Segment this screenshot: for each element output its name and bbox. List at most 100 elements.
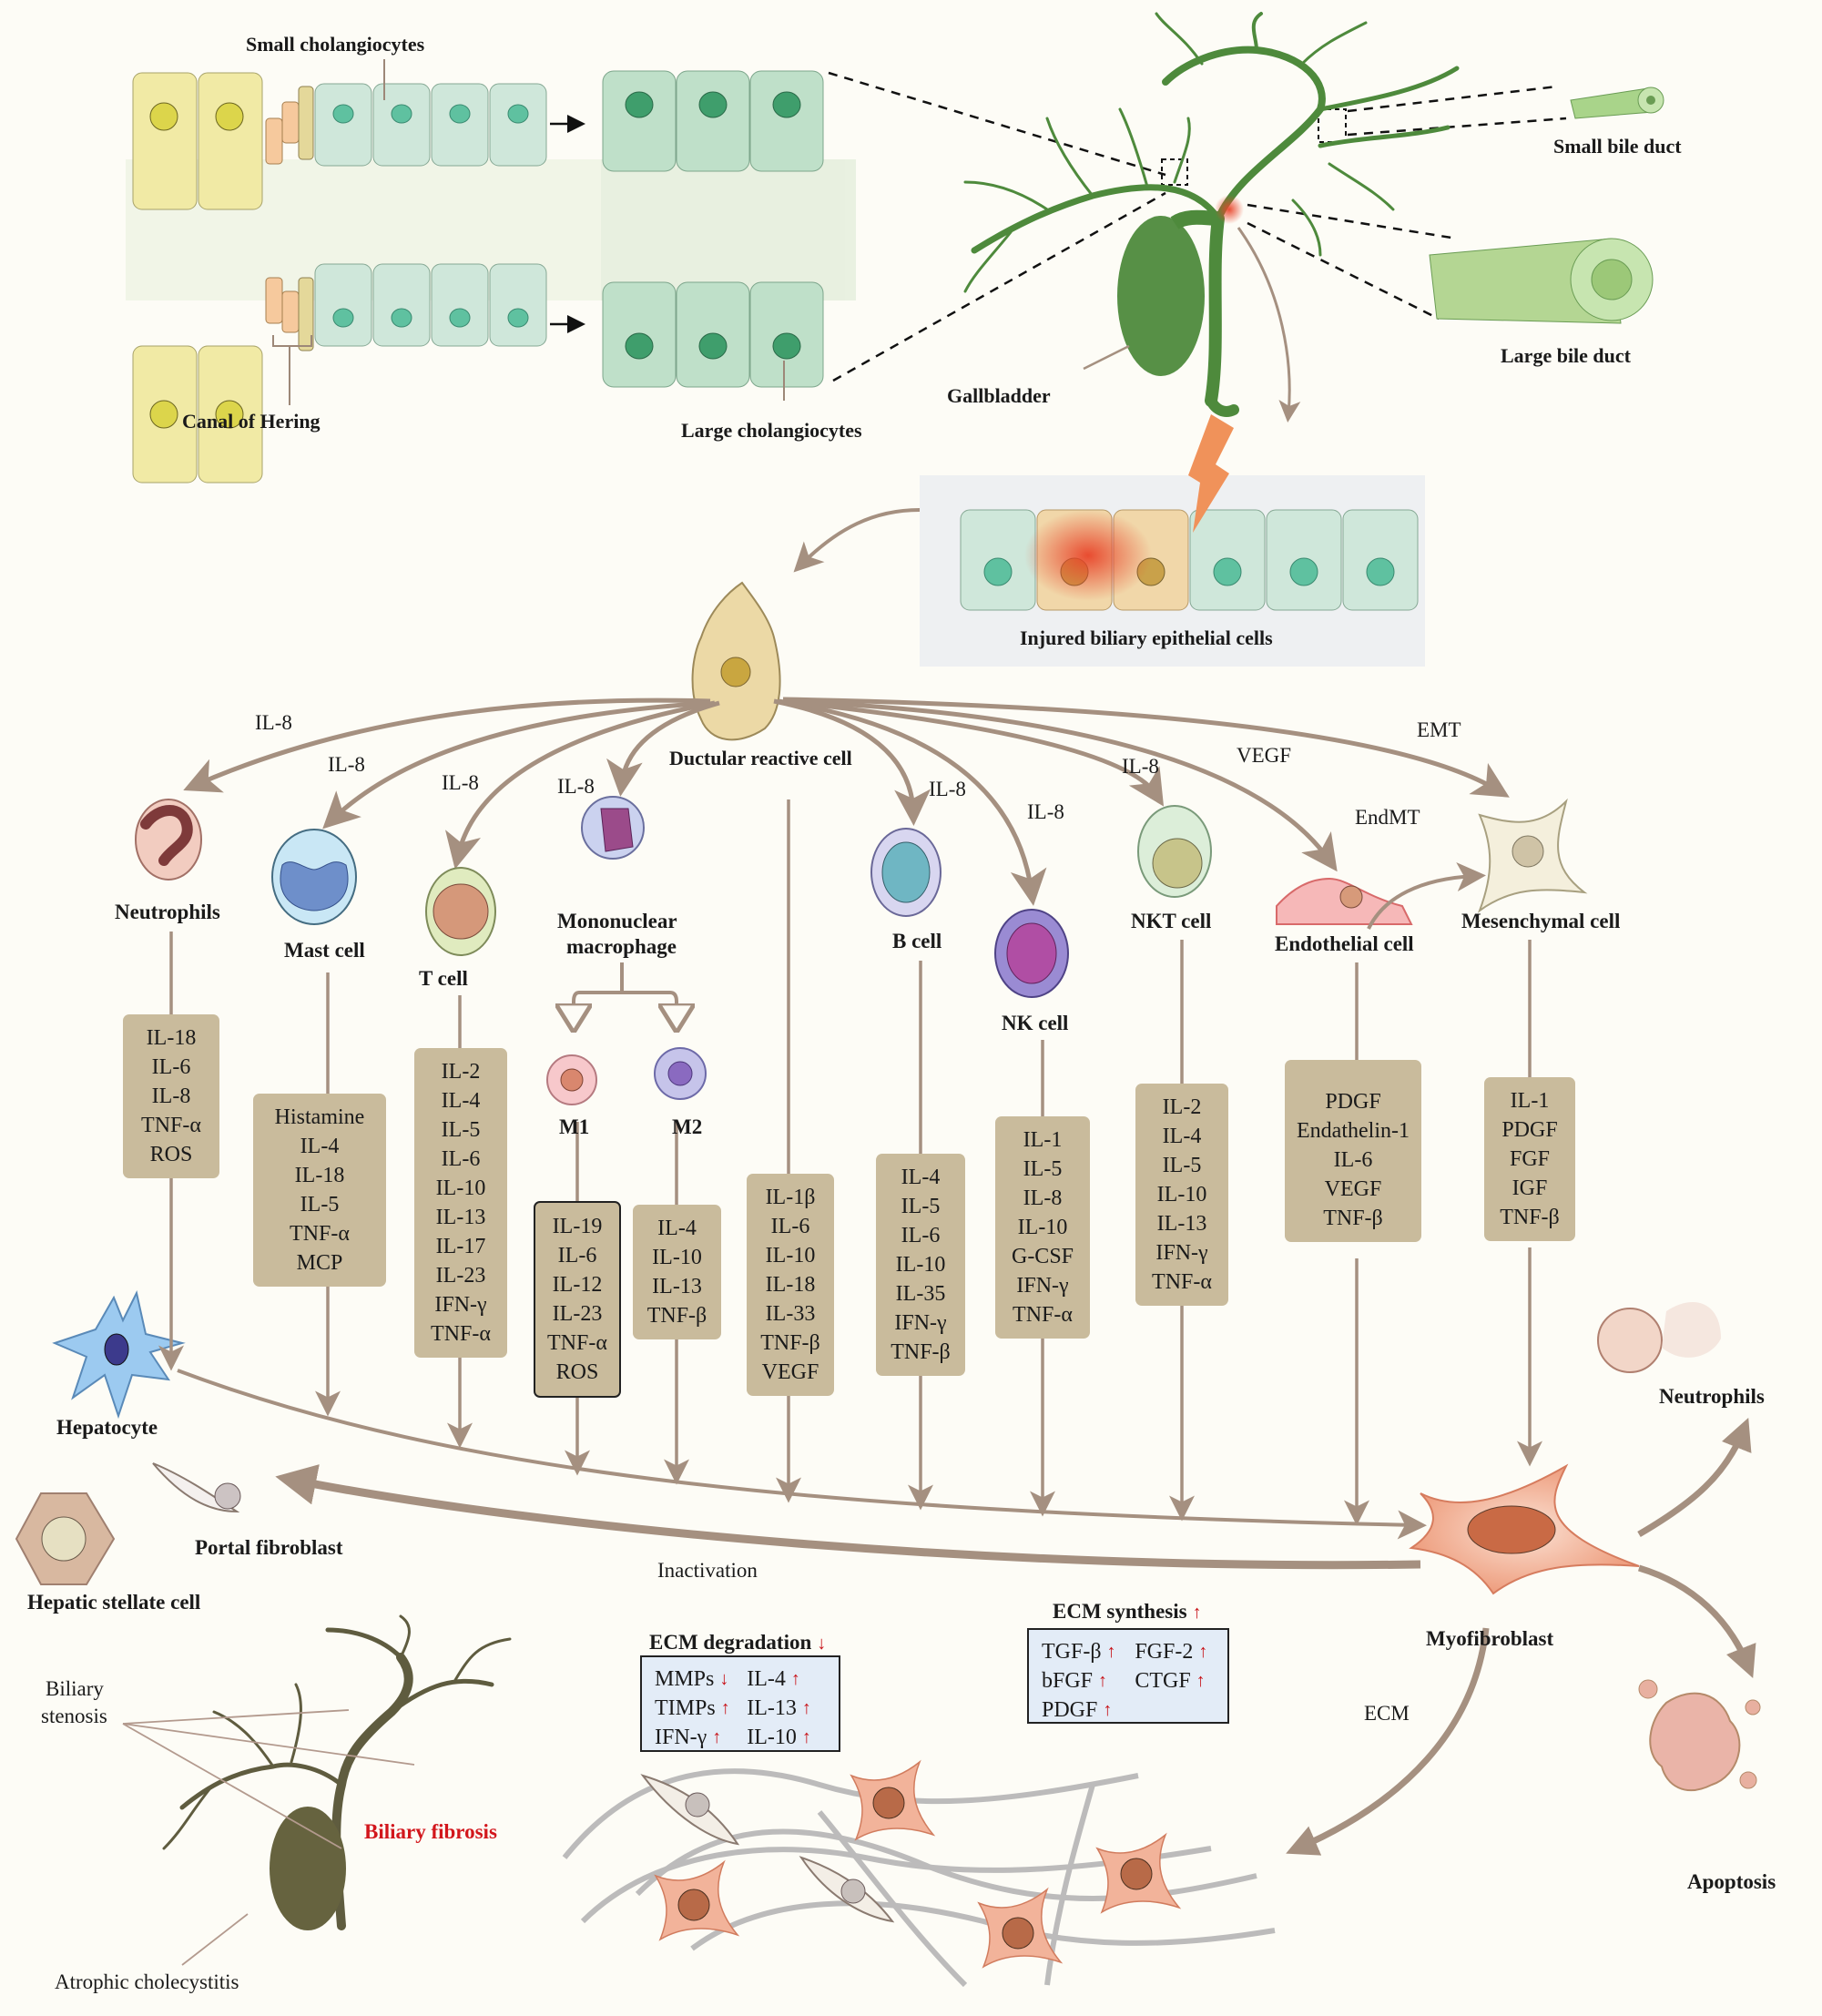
- ecm-factor-name: TIMPs: [655, 1696, 716, 1720]
- cytokine-item: IL-2: [441, 1060, 481, 1084]
- hepatocyte-column-top: [132, 72, 263, 484]
- ecm-factor-name: IL-13: [747, 1696, 797, 1720]
- label-neutrophils: Neutrophils: [115, 901, 220, 923]
- label-biliary-stenosis-line2: stenosis: [41, 1705, 107, 1727]
- ecm-synthesis-title: ECM synthesis↑: [1053, 1601, 1202, 1622]
- pointer-atrophic-cholecystitis: [181, 1913, 249, 1966]
- cytokine-item: IFN-γ: [1016, 1274, 1069, 1298]
- label-portal-fibroblast: Portal fibroblast: [195, 1536, 343, 1559]
- ecm-factor: TIMPs↑: [655, 1694, 747, 1723]
- cytokine-flow-lines: [158, 799, 1542, 1526]
- label-mast-cell: Mast cell: [284, 939, 365, 962]
- cytokine-item: TNF-β: [891, 1340, 951, 1364]
- cytokine-item: IL-12: [552, 1273, 603, 1297]
- signal-label-macrophage: IL-8: [557, 775, 595, 798]
- cytokine-item: TNF-β: [1323, 1207, 1383, 1230]
- cytokine-item: IL-4: [300, 1135, 340, 1158]
- cytokine-item: IL-2: [1162, 1095, 1202, 1119]
- small-cholangiocyte: [314, 83, 372, 167]
- cytokine-item: IL-4: [1162, 1125, 1202, 1148]
- label-mesenchymal-cell: Mesenchymal cell: [1461, 910, 1621, 932]
- cytokine-item: IL-23: [435, 1264, 486, 1288]
- ecm-factor: FGF-2↑: [1135, 1637, 1215, 1666]
- ecm-factor: bFGF↑: [1042, 1666, 1135, 1695]
- signal-label-nk-cell: IL-8: [1027, 800, 1064, 823]
- cytokine-item: TNF-α: [1152, 1270, 1212, 1294]
- cytokine-item: Endathelin-1: [1297, 1119, 1410, 1143]
- cytokine-item: IL-35: [895, 1282, 946, 1306]
- trend-up-icon: ↑: [1098, 1671, 1108, 1691]
- label-myofibroblast: Myofibroblast: [1426, 1627, 1554, 1650]
- nucleus: [1289, 557, 1318, 586]
- cytokine-item: PDGF: [1501, 1118, 1558, 1142]
- label-biliary-fibrosis: Biliary fibrosis: [364, 1820, 497, 1843]
- trend-up-icon: ↑: [801, 1698, 811, 1718]
- ecm-factor-name: IFN-γ: [655, 1726, 707, 1749]
- cytokine-item: IL-10: [652, 1246, 702, 1269]
- biliary-tree-illustration: [963, 12, 1460, 417]
- label-small-bile-duct: Small bile duct: [1553, 135, 1682, 158]
- large-bile-duct-illustration: [1429, 238, 1654, 324]
- cytokine-item: IL-13: [1156, 1212, 1207, 1236]
- cytokine-item: IL-4: [657, 1217, 697, 1240]
- ecm-factor: IL-13↑: [747, 1694, 826, 1723]
- nucleus: [332, 308, 354, 328]
- trend-up-icon: ↑: [790, 1669, 800, 1689]
- cytokine-item: IL-5: [1162, 1154, 1202, 1177]
- trend-up-icon: ↑: [1196, 1671, 1206, 1691]
- ecm-factor-name: TGF-β: [1042, 1640, 1102, 1664]
- label-nk-cell: NK cell: [1002, 1012, 1069, 1034]
- label-m1: M1: [559, 1115, 590, 1138]
- label-t-cell: T cell: [419, 967, 468, 990]
- nucleus: [772, 332, 801, 360]
- arrow-to-apoptosis: [1637, 1564, 1756, 1678]
- cytokine-item: IL-13: [652, 1275, 702, 1298]
- label-inactivation: Inactivation: [657, 1559, 758, 1582]
- cytokine-item: TNF-α: [141, 1114, 201, 1137]
- cytokine-item: IL-10: [895, 1253, 946, 1277]
- cytokine-item: IGF: [1512, 1176, 1548, 1200]
- cytokine-item: IL-4: [441, 1089, 481, 1113]
- trend-up-icon: ↑: [712, 1727, 722, 1747]
- cytokine-item: FGF: [1509, 1147, 1551, 1171]
- arrow-to-ductular-cell: [793, 508, 921, 573]
- arrow-endmt: [1367, 862, 1486, 930]
- cytokine-item: TNF-β: [1500, 1206, 1560, 1229]
- signal-arrow-t-cell: [445, 700, 716, 870]
- signal-arrows: [183, 697, 1510, 906]
- cholangiocyte-panel: [126, 59, 856, 484]
- cytokine-item: IL-5: [300, 1193, 340, 1217]
- cytokine-item: ROS: [555, 1360, 599, 1384]
- nucleus: [625, 91, 654, 118]
- label-macrophage-line2: macrophage: [566, 935, 677, 958]
- cytokine-item: IL-18: [765, 1273, 816, 1297]
- immune-cell-illustrations: [15, 796, 1761, 1791]
- arrow-ecm-deposition: [1286, 1627, 1490, 1856]
- signal-arrow-nkt-cell: [782, 698, 1165, 807]
- label-injured-cells: Injured biliary epithelial cells: [1020, 626, 1273, 649]
- cytokine-item: IL-33: [765, 1302, 816, 1326]
- small-cholangiocyte: [372, 83, 431, 167]
- small-cholangiocyte: [431, 83, 489, 167]
- ecm-row: PDGF↑: [1042, 1695, 1215, 1725]
- ecm-row: IFN-γ↑IL-10↑: [655, 1723, 826, 1752]
- ecm-factor-name: CTGF: [1135, 1669, 1191, 1693]
- nucleus: [507, 104, 529, 124]
- trend-up-icon: ↑: [801, 1727, 811, 1747]
- small-cholangiocytes-cells: [314, 83, 547, 347]
- trend-up-icon: ↑: [1103, 1700, 1113, 1720]
- pointer-gallbladder: [1083, 344, 1130, 371]
- cytokine-item: IFN-γ: [894, 1311, 947, 1335]
- label-hepatocyte: Hepatocyte: [56, 1416, 158, 1439]
- label-neutrophils-out: Neutrophils: [1659, 1385, 1765, 1408]
- cytokine-item: MCP: [296, 1251, 343, 1275]
- cytokine-item: IFN-γ: [1155, 1241, 1208, 1265]
- label-ecm: ECM: [1364, 1702, 1410, 1725]
- arrow-hepatocyte-to-myofibroblast: [177, 1369, 1427, 1540]
- signal-arrow-mesenchymal: [782, 697, 1510, 798]
- nucleus: [1366, 557, 1395, 586]
